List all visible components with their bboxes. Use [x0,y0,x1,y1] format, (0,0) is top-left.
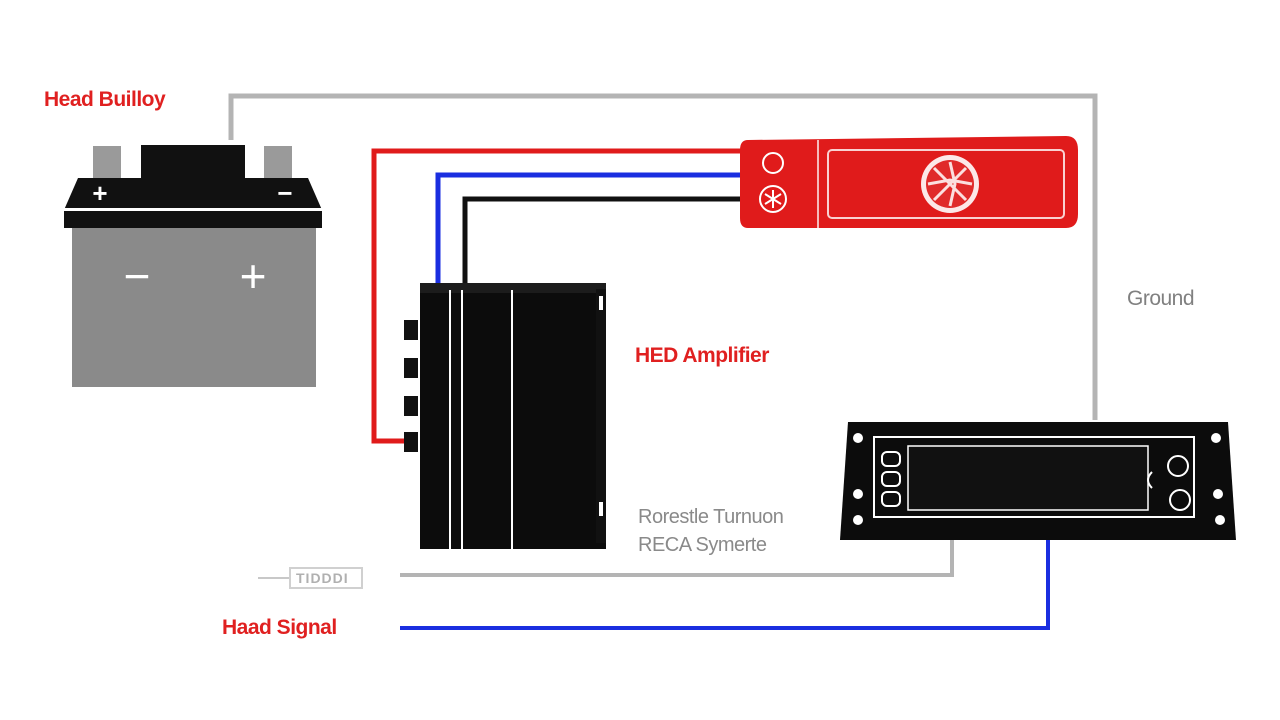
amplifier-terminal-3 [404,396,418,416]
head-unit-hole-tl [853,433,863,443]
remote-knob-spokes-icon [927,161,973,207]
amplifier-bracket-right [596,289,606,543]
remote-unit-panel [827,149,1065,219]
battery-top-negative: − [277,178,292,208]
label-rca-line2: RECA Symerte [638,534,767,556]
label-signal: Haad Signal [222,616,337,639]
head-unit-hole-br [1215,515,1225,525]
label-battery: Head Builloy [44,88,166,111]
battery-body-negative: − [124,250,151,302]
battery-lid [64,178,322,228]
rca-connector-body [289,567,363,589]
amplifier-terminal-1 [404,320,418,340]
amplifier-bracket-hole-bottom [599,502,603,516]
head-unit-hole-ml [853,489,863,499]
ground-wire-top [228,93,1098,420]
remote-unit [740,136,1078,228]
head-unit-hole-tr [1211,433,1221,443]
head-unit-knob-top-icon [1167,455,1189,477]
amplifier-terminal-4 [404,432,418,452]
signal-wire [400,540,1050,630]
head-unit-eject-icon [1147,471,1153,489]
ground-wire-bottom [400,540,954,577]
black-wire-amp-remote [462,196,742,283]
battery-terminal-right [264,146,292,178]
battery: + − − + [64,145,322,387]
head-unit-knob-bottom-icon [1169,489,1191,511]
head-unit-hole-mr [1213,489,1223,499]
head-unit-button-1 [881,451,901,467]
label-ground: Ground [1127,287,1195,310]
rca-connector [258,567,363,589]
amplifier-bracket-hole-top [599,296,603,310]
head-unit-button-2 [881,471,901,487]
amplifier-terminal-2 [404,358,418,378]
remote-unit-body [740,136,1078,228]
head-unit-display [907,445,1149,511]
remote-port-bottom-star-icon [764,190,782,208]
amplifier-top-edge [420,283,606,293]
remote-port-top-icon [762,152,784,174]
power-wire [371,148,742,444]
head-unit-hole-bl [853,515,863,525]
head-unit-frame [873,436,1195,518]
label-amplifier: HED Amplifier [635,344,769,367]
battery-top-positive: + [92,178,107,208]
battery-body [72,228,316,387]
label-rca-line1: Rorestle Turnuon [638,506,784,528]
blue-wire-amp-remote [435,172,742,283]
battery-terminal-left [93,146,121,178]
head-unit-button-3 [881,491,901,507]
battery-lid-line [64,208,322,211]
label-connector: TIDDDI [296,570,349,586]
remote-port-bottom-icon [759,185,787,213]
head-unit [840,422,1236,540]
battery-body-positive: + [240,250,267,302]
amplifier [404,283,606,549]
